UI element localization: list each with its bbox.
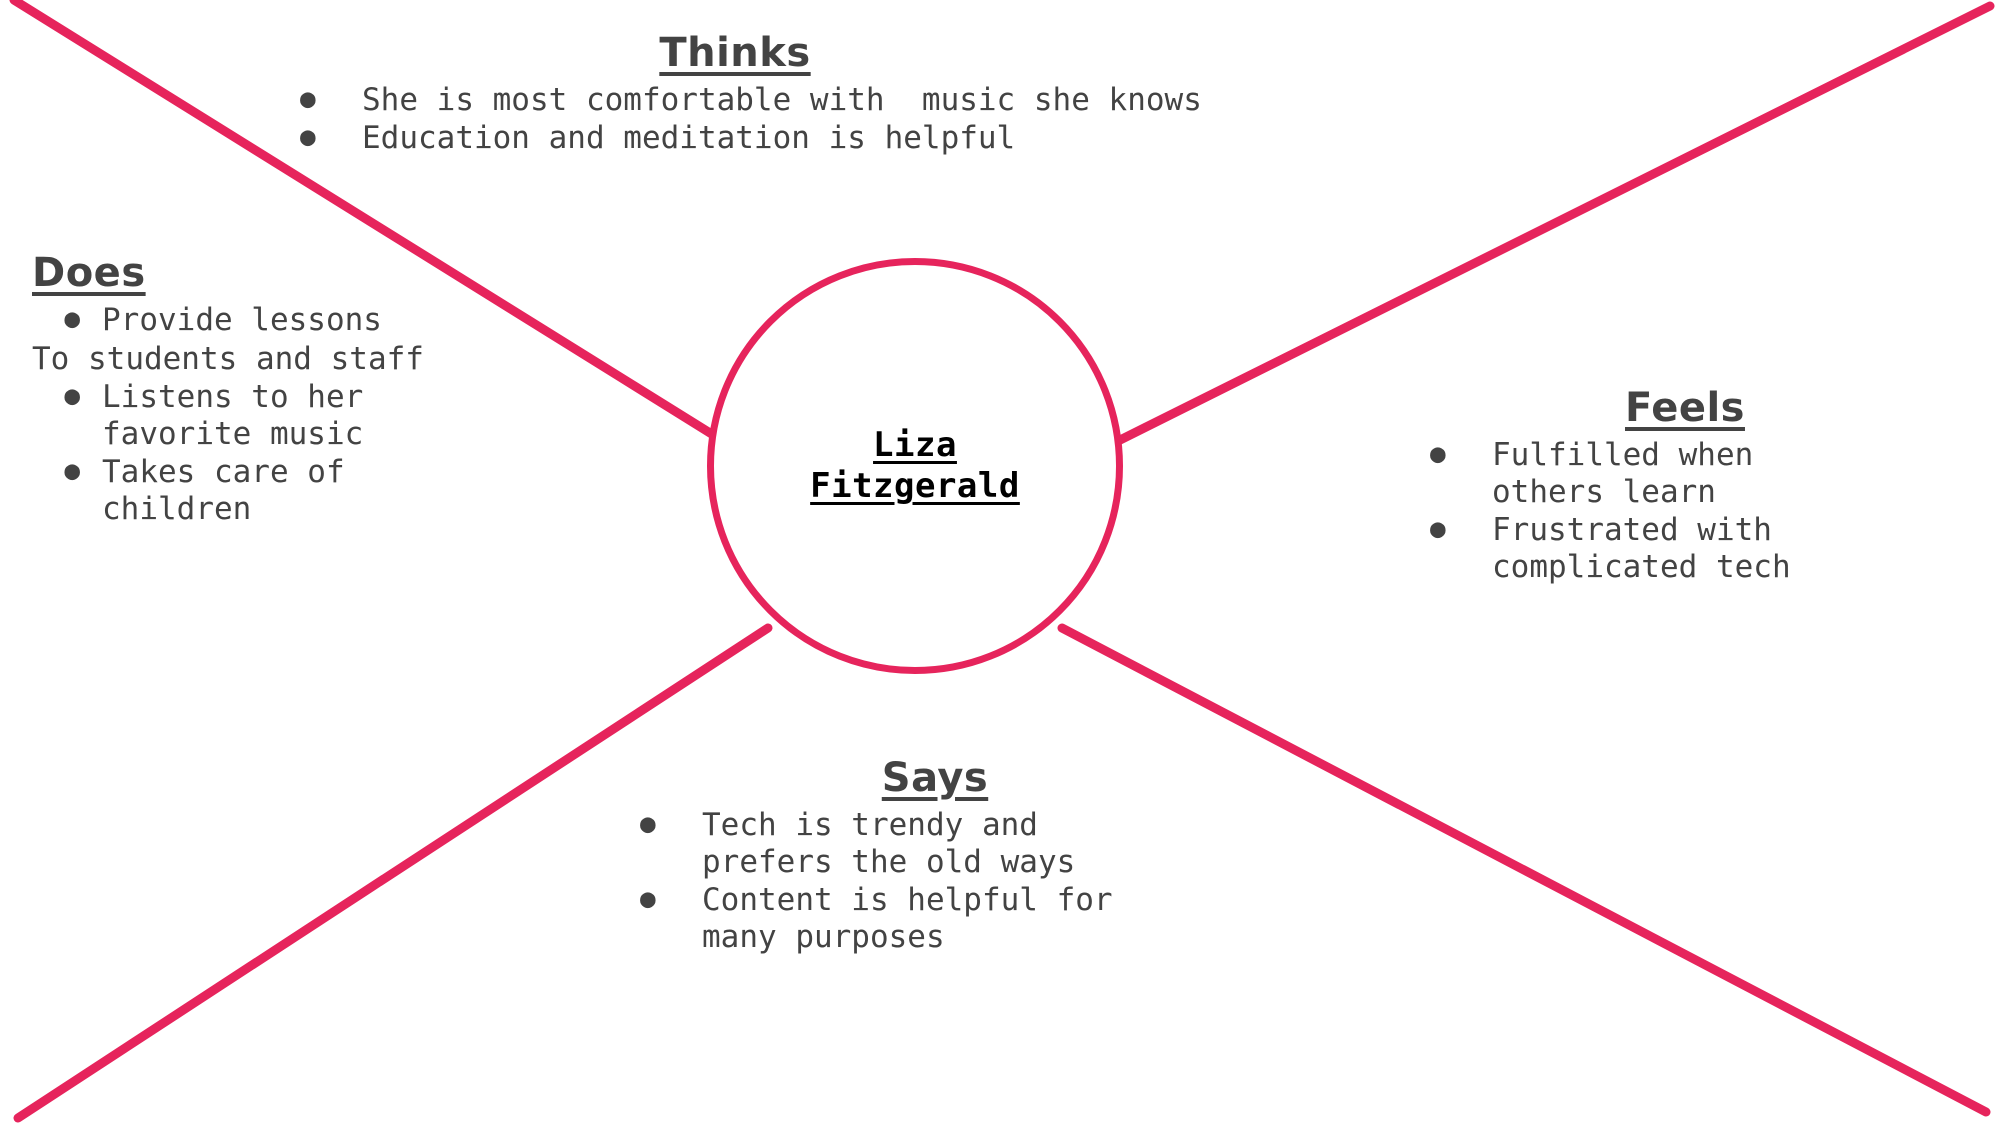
list-item: ● Frustrated with complicated tech — [1430, 512, 1970, 585]
quadrant-does: Does ● Provide lessons To students and s… — [32, 250, 552, 529]
list-item: ● Listens to her favorite music — [32, 379, 552, 452]
bullet-icon: ● — [300, 84, 316, 114]
quadrant-says-heading: Says — [881, 755, 989, 801]
bullet-icon: ● — [300, 121, 316, 152]
list-item: ● Content is helpful for many purposes — [640, 882, 1260, 955]
quadrant-does-free-line: To students and staff — [32, 340, 424, 377]
list-item-text: Takes care of children — [102, 454, 345, 527]
list-item: ● Education and meditation is helpful — [300, 120, 1500, 157]
bullet-icon: ● — [64, 304, 80, 334]
quadrant-thinks-heading: Thinks — [659, 30, 811, 76]
persona-name-line-1: Liza — [873, 424, 957, 465]
bullet-icon: ● — [64, 456, 80, 487]
list-item: ● Provide lessons — [32, 302, 552, 339]
list-item: ● Fulfilled when others learn — [1430, 437, 1970, 510]
quadrant-thinks-list: ● She is most comfortable with music she… — [300, 82, 1500, 156]
quadrant-says-list: ● Tech is trendy and prefers the old way… — [640, 807, 1260, 955]
quadrant-does-heading: Does — [32, 250, 146, 296]
list-item-text: Fulfilled when others learn — [1492, 437, 1754, 510]
quadrant-thinks: Thinks ● She is most comfortable with mu… — [300, 30, 1500, 157]
bullet-icon: ● — [64, 381, 80, 412]
list-item-text: She is most comfortable with music she k… — [362, 82, 1202, 118]
quadrant-feels-heading: Feels — [1625, 385, 1745, 431]
list-item-text: Provide lessons — [102, 302, 382, 338]
list-item: ● Tech is trendy and prefers the old way… — [640, 807, 1260, 880]
persona-name: Liza Fitzgerald — [810, 425, 1020, 508]
list-item-text: Tech is trendy and prefers the old ways — [702, 807, 1076, 880]
quadrant-feels: Feels ● Fulfilled when others learn ● Fr… — [1430, 385, 1970, 587]
quadrant-says: Says ● Tech is trendy and prefers the ol… — [640, 755, 1260, 957]
quadrant-does-list: ● Provide lessons — [32, 302, 552, 339]
bullet-icon: ● — [640, 884, 656, 915]
list-item-text: Listens to her favorite music — [102, 379, 364, 452]
list-item: ● Takes care of children — [32, 454, 552, 527]
list-item-text: Frustrated with complicated tech — [1492, 512, 1791, 585]
list-item: ● She is most comfortable with music she… — [300, 82, 1500, 119]
bullet-icon: ● — [1430, 439, 1446, 469]
bullet-icon: ● — [1430, 514, 1446, 545]
quadrant-does-list-continued: ● Listens to her favorite music ● Takes … — [32, 379, 552, 527]
bullet-icon: ● — [640, 809, 656, 839]
persona-name-line-2: Fitzgerald — [810, 466, 1020, 506]
list-item-text: Content is helpful for many purposes — [702, 882, 1113, 955]
quadrant-feels-list: ● Fulfilled when others learn ● Frustrat… — [1430, 437, 1970, 585]
persona-circle: Liza Fitzgerald — [707, 258, 1123, 674]
list-item-text: Education and meditation is helpful — [362, 119, 1016, 156]
